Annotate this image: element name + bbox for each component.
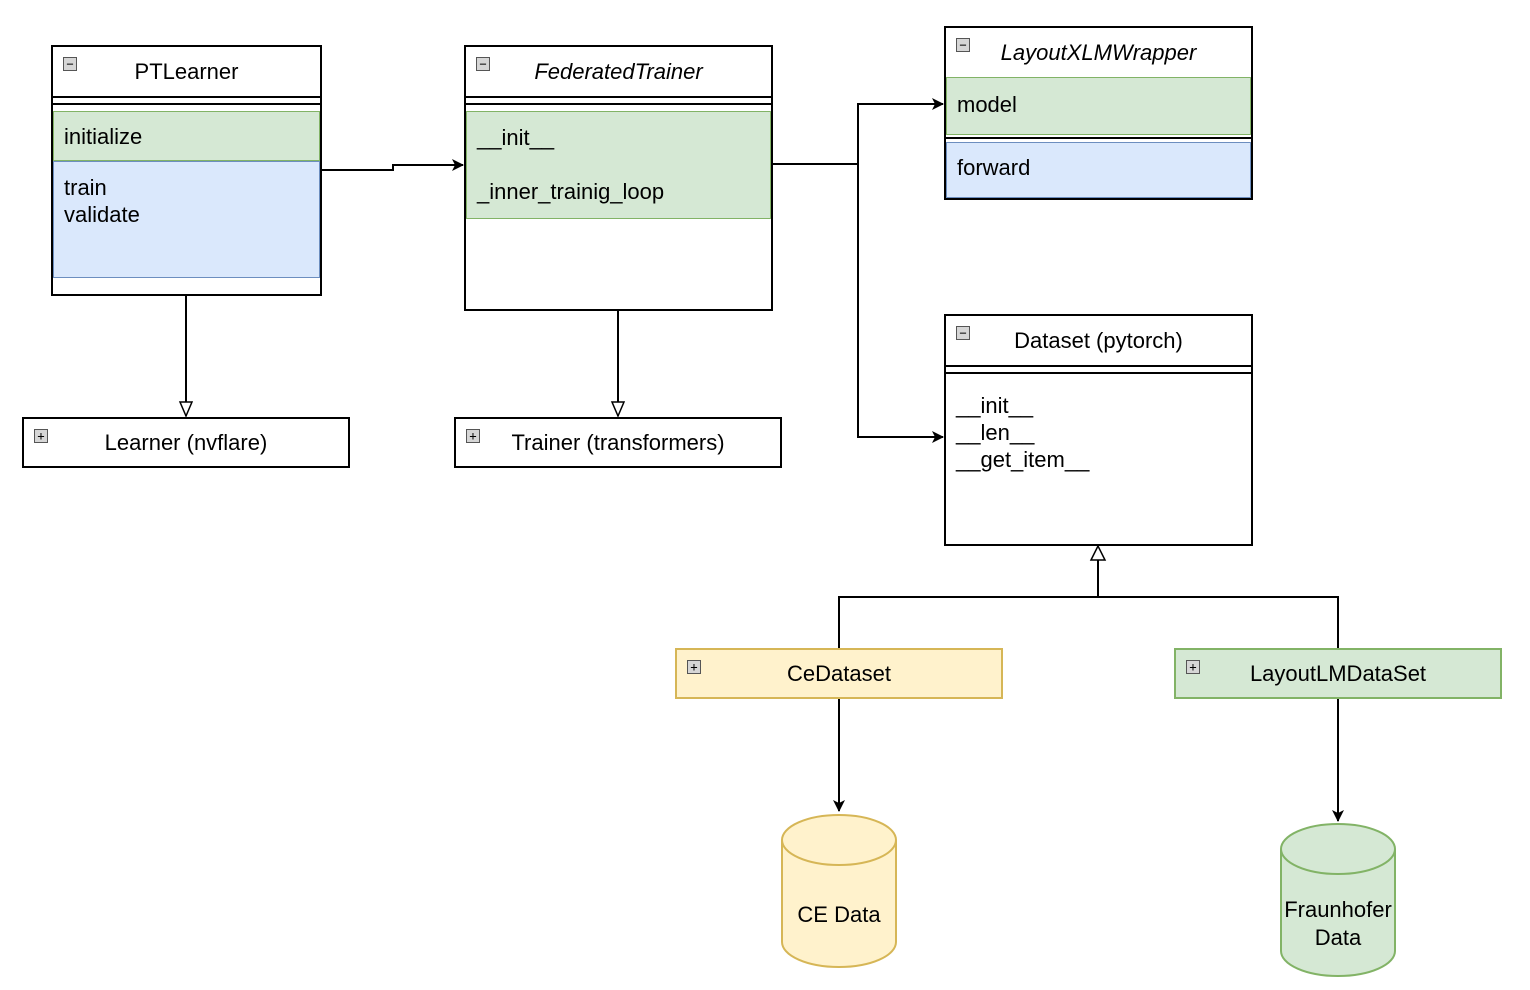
dataset-methods-section: __init__ __len__ __get_item__ <box>946 392 1251 473</box>
assoc-ptlearner-federated <box>322 159 464 171</box>
fraunhofer-data-cylinder <box>1280 823 1396 977</box>
wrapper-attributes-section: model <box>946 77 1251 135</box>
fraunhofer-data-label: Fraunhofer Data <box>1284 897 1392 950</box>
learner-class[interactable]: + Learner (nvflare) <box>22 417 350 468</box>
assoc-federated-dataset <box>857 164 944 443</box>
class-title: Dataset (pytorch) <box>1014 328 1183 353</box>
method-len: __len__ <box>956 420 1035 445</box>
divider <box>946 365 1251 367</box>
class-title: LayoutLMDataSet <box>1249 660 1427 686</box>
wrapper-methods-section: forward <box>946 142 1251 198</box>
collapse-icon[interactable]: − <box>476 57 490 71</box>
method-validate: validate <box>64 202 140 227</box>
method-init: __init__ <box>477 125 555 150</box>
divider <box>466 96 771 98</box>
inherit-datasets-dataset <box>838 547 1339 648</box>
method-spacer <box>477 151 770 178</box>
method-train: train <box>64 175 107 200</box>
ce-data-cylinder <box>781 814 897 968</box>
ptlearner-init-section: initialize <box>53 111 320 161</box>
divider <box>946 137 1251 139</box>
expand-icon[interactable]: + <box>1186 660 1200 674</box>
dataset-class[interactable]: − Dataset (pytorch) __init__ __len__ __g… <box>944 314 1253 546</box>
layoutlm-dataset-class[interactable]: + LayoutLMDataSet <box>1174 648 1502 699</box>
ptlearner-methods-section: train validate <box>53 161 320 278</box>
divider <box>53 103 320 105</box>
ce-data-label: CE Data <box>797 902 881 927</box>
cedataset-class[interactable]: + CeDataset <box>675 648 1003 699</box>
class-title: LayoutXLMWrapper <box>1000 40 1197 65</box>
expand-icon[interactable]: + <box>466 429 480 443</box>
collapse-icon[interactable]: − <box>956 38 970 52</box>
divider <box>53 96 320 98</box>
assoc-federated-wrapper <box>773 98 944 165</box>
divider <box>946 372 1251 374</box>
expand-icon[interactable]: + <box>34 429 48 443</box>
trainer-class[interactable]: + Trainer (transformers) <box>454 417 782 468</box>
class-title: PTLearner <box>134 59 239 84</box>
class-title: CeDataset <box>787 660 891 686</box>
method-forward: forward <box>957 155 1031 180</box>
class-title: Trainer (transformers) <box>511 429 725 455</box>
collapse-icon[interactable]: − <box>63 57 77 71</box>
class-title: FederatedTrainer <box>534 59 703 84</box>
collapse-icon[interactable]: − <box>956 326 970 340</box>
method-get-item: __get_item__ <box>956 447 1090 472</box>
method-inner-loop: _inner_trainig_loop <box>477 179 665 204</box>
method-initialize: initialize <box>64 124 143 149</box>
attribute-model: model <box>957 92 1017 117</box>
layoutxlm-wrapper-class[interactable]: − LayoutXLMWrapper model forward <box>944 26 1253 200</box>
method-init: __init__ <box>956 393 1034 418</box>
class-title: Learner (nvflare) <box>104 429 268 455</box>
ptlearner-class[interactable]: − PTLearner initialize train validate <box>51 45 322 296</box>
federated-trainer-class[interactable]: − FederatedTrainer __init__ _inner_train… <box>464 45 773 311</box>
divider <box>466 103 771 105</box>
inherit-arrowhead <box>1089 544 1107 561</box>
expand-icon[interactable]: + <box>687 660 701 674</box>
federated-methods-section: __init__ _inner_trainig_loop <box>466 111 771 219</box>
